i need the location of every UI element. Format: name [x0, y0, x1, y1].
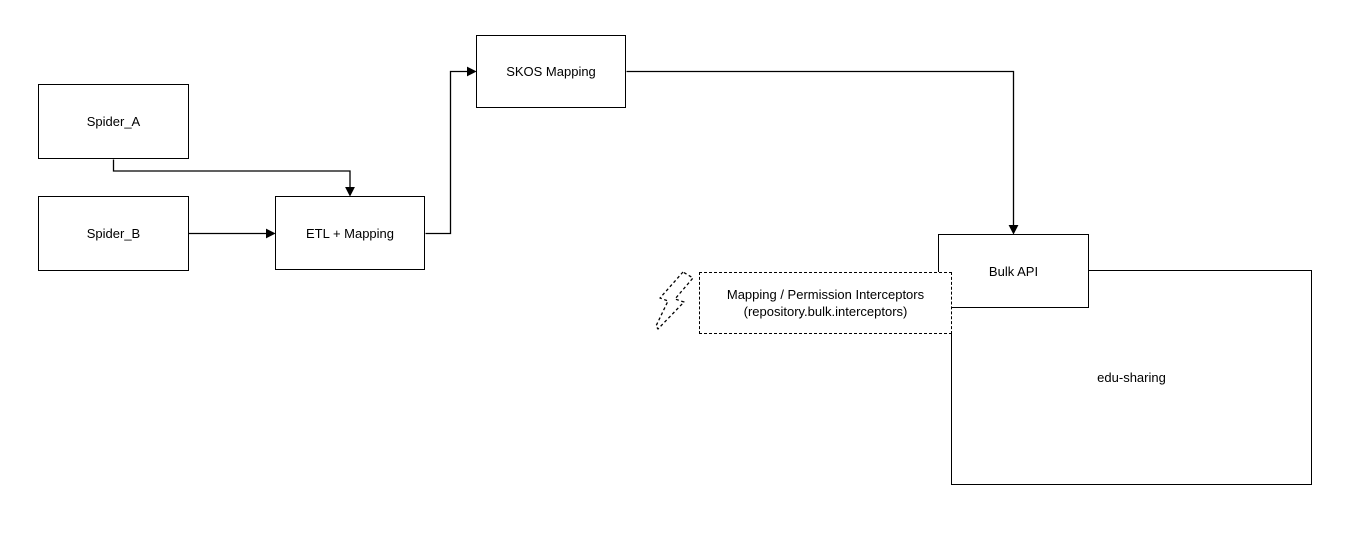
edge-spider-a-to-etl: [112, 159, 355, 197]
node-etl-mapping[interactable]: ETL + Mapping: [275, 196, 425, 270]
node-spider-a-label: Spider_A: [86, 114, 141, 129]
node-bulk-api[interactable]: Bulk API: [938, 234, 1089, 308]
node-interceptors-label-line2: (repository.bulk.interceptors): [743, 304, 908, 319]
edge-spider-b-to-etl: [189, 228, 276, 239]
lightning-icon-svg: [655, 271, 694, 330]
node-spider-a[interactable]: Spider_A: [38, 84, 189, 159]
node-interceptors-label-line1: Mapping / Permission Interceptors: [726, 286, 925, 302]
node-spider-b[interactable]: Spider_B: [38, 196, 189, 271]
node-bulk-api-label: Bulk API: [988, 263, 1039, 279]
node-spider-b-label: Spider_B: [86, 226, 141, 241]
node-interceptors[interactable]: Mapping / Permission Interceptors (repos…: [699, 272, 952, 334]
node-etl-mapping-label: ETL + Mapping: [305, 225, 395, 241]
edge-etl-to-skos: [425, 66, 477, 235]
node-edu-sharing-label: edu-sharing: [1097, 370, 1166, 385]
lightning-icon[interactable]: [653, 270, 697, 332]
edge-skos-to-bulk-api: [626, 70, 1019, 235]
node-skos-mapping[interactable]: SKOS Mapping: [476, 35, 626, 108]
node-skos-mapping-label: SKOS Mapping: [506, 64, 596, 79]
